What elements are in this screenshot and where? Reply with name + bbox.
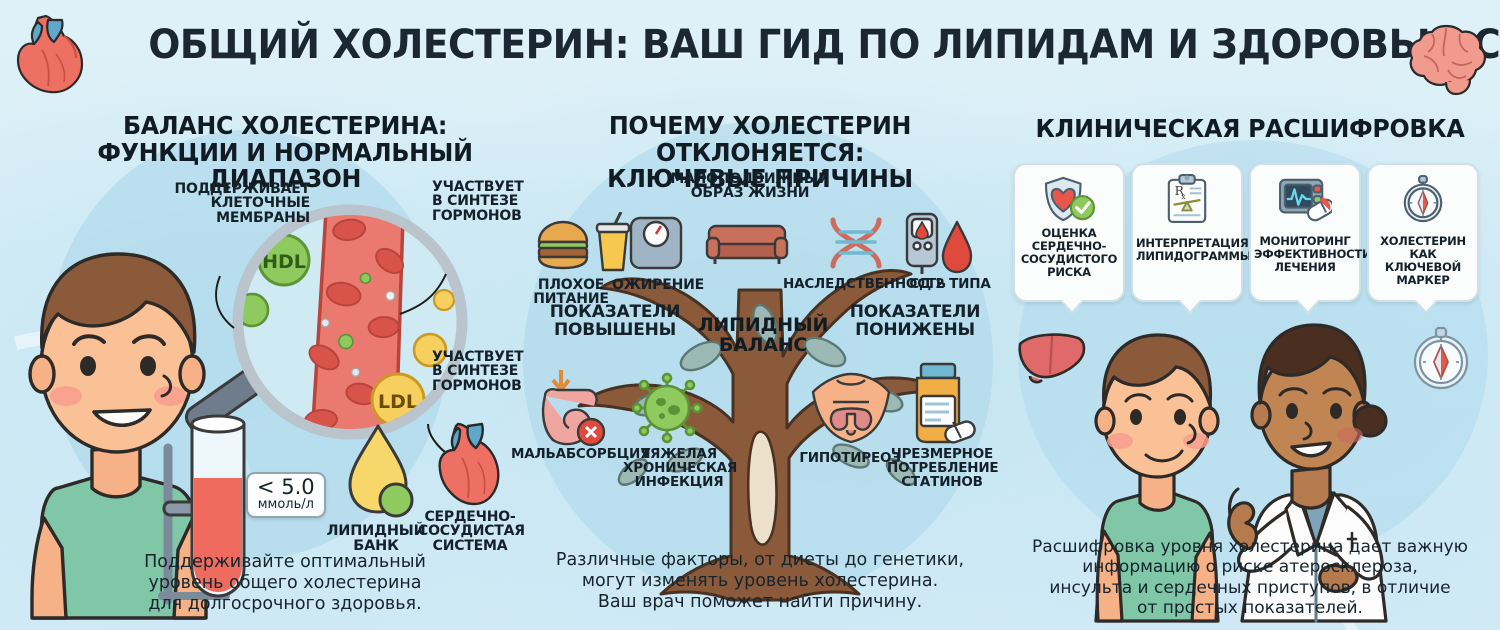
compass-icon	[1369, 173, 1477, 225]
panel-cholesterol-balance: БАЛАНС ХОЛЕСТЕРИНА: ФУНКЦИИ И НОРМАЛЬНЫЙ…	[0, 100, 525, 630]
value-badge-number: < 5.0	[257, 475, 315, 499]
right-panel-heading: КЛИНИЧЕСКАЯ РАСШИФРОВКА	[1013, 114, 1488, 143]
left-heading-line1: БАЛАНС ХОЛЕСТЕРИНА:	[122, 111, 448, 140]
virus-icon	[631, 372, 703, 444]
sofa-icon	[705, 224, 789, 264]
card-label-lipid-panel: ИНТЕРПРЕТАЦИЯ ЛИПИДОГРАММЫ	[1136, 236, 1252, 264]
shield-heart-check-icon	[1015, 173, 1123, 225]
label-hormone-synthesis-top: УЧАСТВУЕТ В СИНТЕЗЕ ГОРМОНОВ	[432, 179, 524, 224]
boy-avatar	[28, 252, 208, 620]
panel-clinical-interpretation: КЛИНИЧЕСКАЯ РАСШИФРОВКА ОЦЕНКА СЕРДЕЧНО-…	[1000, 100, 1500, 630]
pill-bottle-icon	[915, 362, 976, 444]
mid-heading-line1: ПОЧЕМУ ХОЛЕСТЕРИН ОТКЛОНЯЕТСЯ:	[608, 111, 912, 167]
label-indicators-raised: ПОКАЗАТЕЛИ ПОВЫШЕНЫ	[549, 302, 681, 340]
panel-causes: ПОЧЕМУ ХОЛЕСТЕРИН ОТКЛОНЯЕТСЯ: КЛЮЧЕВЫЕ …	[505, 100, 1010, 630]
label-hormone-synthesis-bottom: УЧАСТВУЕТ В СИНТЕЗЕ ГОРМОНОВ	[432, 349, 524, 394]
svg-text:HDL: HDL	[262, 251, 306, 273]
card-tail	[1061, 299, 1083, 311]
card-label-key-marker: ХОЛЕСТЕРИН КАК КЛЮЧЕВОЙ МАРКЕР	[1380, 234, 1466, 288]
svg-text:R: R	[1175, 183, 1185, 198]
card-tail	[1179, 299, 1201, 311]
label-supports-cell-membranes: ПОДДЕРЖИВАЕТ КЛЕТОЧНЫЕ МЕМБРАНЫ	[174, 181, 311, 226]
mid-panel-heading: ПОЧЕМУ ХОЛЕСТЕРИН ОТКЛОНЯЕТСЯ: КЛЮЧЕВЫЕ …	[532, 111, 988, 193]
dna-icon	[830, 217, 882, 269]
brain-icon	[1409, 24, 1486, 96]
weight-scale-icon	[629, 216, 683, 270]
left-panel-heading: БАЛАНС ХОЛЕСТЕРИНА: ФУНКЦИИ И НОРМАЛЬНЫЙ…	[71, 111, 499, 193]
mid-heading-line2: КЛЮЧЕВЫЕ ПРИЧИНЫ	[607, 164, 913, 193]
page-title: ОБЩИЙ ХОЛЕСТЕРИН: ВАШ ГИД ПО ЛИПИДАМ И З…	[148, 22, 1500, 68]
label-heredity: НАСЛЕДСТВЕННОСТЬ	[783, 276, 947, 292]
value-badge-unit: ммоль/л	[257, 497, 314, 512]
right-panel-caption: Расшифровка уровня холестерина дает важн…	[1032, 537, 1468, 619]
svg-text:LDL: LDL	[378, 391, 418, 413]
label-sedentary-lifestyle: МАЛОПОДВИЖНЫЙ ОБРАЗ ЖИЗНИ	[670, 171, 830, 202]
oil-drop-icon	[348, 424, 414, 518]
liver-icon	[1018, 333, 1086, 384]
label-indicators-lowered: ПОКАЗАТЕЛИ ПОНИЖЕНЫ	[849, 302, 981, 340]
thyroid-icon	[811, 372, 891, 444]
card-label-cv-risk: ОЦЕНКА СЕРДЕЧНО- СОСУДИСТОГО РИСКА	[1020, 226, 1118, 280]
card-cv-risk-assessment[interactable]: ОЦЕНКА СЕРДЕЧНО- СОСУДИСТОГО РИСКА	[1013, 163, 1125, 314]
right-heading-line1: КЛИНИЧЕСКАЯ РАСШИФРОВКА	[1035, 114, 1465, 143]
label-excessive-statins: ЧРЕЗМЕРНОЕ ПОТРЕБЛЕНИЕ СТАТИНОВ	[887, 446, 999, 490]
label-cardiovascular-system: СЕРДЕЧНО- СОСУДИСТАЯ СИСТЕМА	[418, 509, 525, 554]
intestine-cross-icon	[541, 370, 606, 447]
compass-icon-small	[1413, 326, 1469, 390]
label-lipid-bank: ЛИПИДНЫЙ БАНК	[326, 523, 426, 554]
label-lipid-balance-center: ЛИПИДНЫЙ БАЛАНС	[697, 314, 829, 356]
label-poor-nutrition: ПЛОХОЕ ПИТАНИЕ	[533, 277, 609, 308]
value-badge-total-cholesterol: < 5.0 ммоль/л	[246, 472, 326, 519]
card-tail	[1415, 299, 1437, 311]
burger-soda-icon	[537, 212, 631, 272]
card-tail	[1297, 299, 1319, 311]
label-type2-diabetes: СД 2 ТИПА	[909, 276, 991, 292]
card-lipid-panel-interpretation[interactable]: R x ИНТЕРПРЕТАЦИЯ ЛИПИДОГРАММЫ	[1131, 163, 1252, 314]
label-hypothyroidism: ГИПОТИРЕОЗ	[799, 450, 901, 466]
svg-text:x: x	[1181, 192, 1186, 201]
prescription-clipboard-icon: R x	[1133, 173, 1241, 225]
card-cholesterol-key-marker[interactable]: ХОЛЕСТЕРИН КАК КЛЮЧЕВОЙ МАРКЕР	[1367, 163, 1479, 314]
label-malabsorption: МАЛЬАБСОРБЦИЯ	[511, 446, 651, 462]
patient-avatar	[1094, 333, 1220, 623]
card-treatment-monitoring[interactable]: МОНИТОРИНГ ЭФФЕКТИВНОСТИ ЛЕЧЕНИЯ	[1249, 163, 1372, 314]
glucometer-blood-drop-icon	[905, 212, 973, 274]
label-severe-chronic-infection: ТЯЖЕЛАЯ ХРОНИЧЕСКАЯ ИНФЕКЦИЯ	[623, 446, 738, 490]
ecg-monitor-pill-icon	[1251, 173, 1359, 225]
heart-anatomical-icon	[16, 14, 84, 94]
left-heading-line2: ФУНКЦИИ И НОРМАЛЬНЫЙ ДИАПАЗОН	[97, 137, 473, 193]
magnifier-icon: HDL LDL	[184, 204, 468, 440]
mid-panel-caption: Различные факторы, от диеты до генетики,…	[555, 550, 965, 612]
left-panel-caption: Поддерживайте оптимальный уровень общего…	[144, 552, 426, 614]
card-label-monitoring: МОНИТОРИНГ ЭФФЕКТИВНОСТИ ЛЕЧЕНИЯ	[1254, 234, 1372, 275]
header: ОБЩИЙ ХОЛЕСТЕРИН: ВАШ ГИД ПО ЛИПИДАМ И З…	[0, 0, 1500, 104]
doctor-avatar	[1227, 323, 1388, 623]
heart-anatomical-icon-small	[438, 422, 500, 506]
label-obesity: ОЖИРЕНИЕ	[612, 277, 704, 293]
test-tube-icon	[158, 414, 246, 605]
